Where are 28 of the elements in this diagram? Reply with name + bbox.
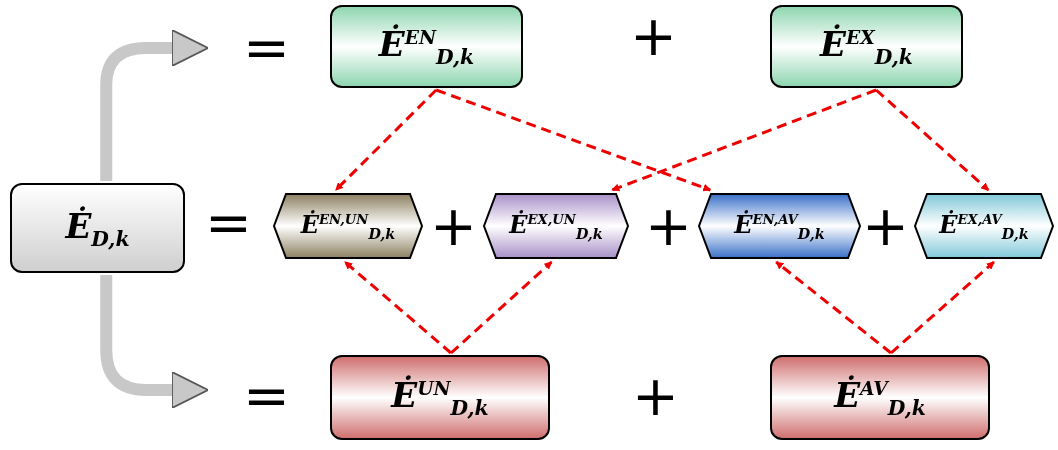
quantity-box: [330, 355, 550, 440]
quantity-hexagon: [913, 192, 1055, 260]
quantity-hexagon: [272, 192, 424, 260]
dashed-arrow: [875, 88, 990, 192]
math-operator: +: [630, 8, 677, 64]
curved-arrow: [100, 29, 209, 181]
dashed-arrow: [344, 260, 452, 355]
quantity-box: [770, 355, 990, 440]
quantity-box: [10, 183, 185, 273]
math-operator: =: [243, 368, 290, 424]
curved-arrow: [100, 275, 209, 409]
dashed-arrow: [890, 260, 995, 355]
math-operator: +: [645, 198, 692, 254]
math-operator: +: [862, 198, 909, 254]
quantity-box: [770, 5, 963, 88]
dashed-arrow: [775, 260, 892, 355]
math-operator: =: [205, 195, 252, 251]
quantity-box: [330, 5, 523, 88]
math-operator: +: [632, 368, 679, 424]
dashed-arrow: [435, 88, 712, 192]
math-operator: +: [430, 198, 477, 254]
dashed-arrow: [334, 88, 438, 192]
math-symbol: Ė$_{D,k}$: [65, 205, 130, 251]
dashed-arrow: [611, 88, 877, 192]
math-operator: =: [243, 20, 290, 76]
dashed-arrow: [450, 260, 553, 355]
quantity-hexagon: [482, 192, 630, 260]
quantity-hexagon: [697, 192, 862, 260]
